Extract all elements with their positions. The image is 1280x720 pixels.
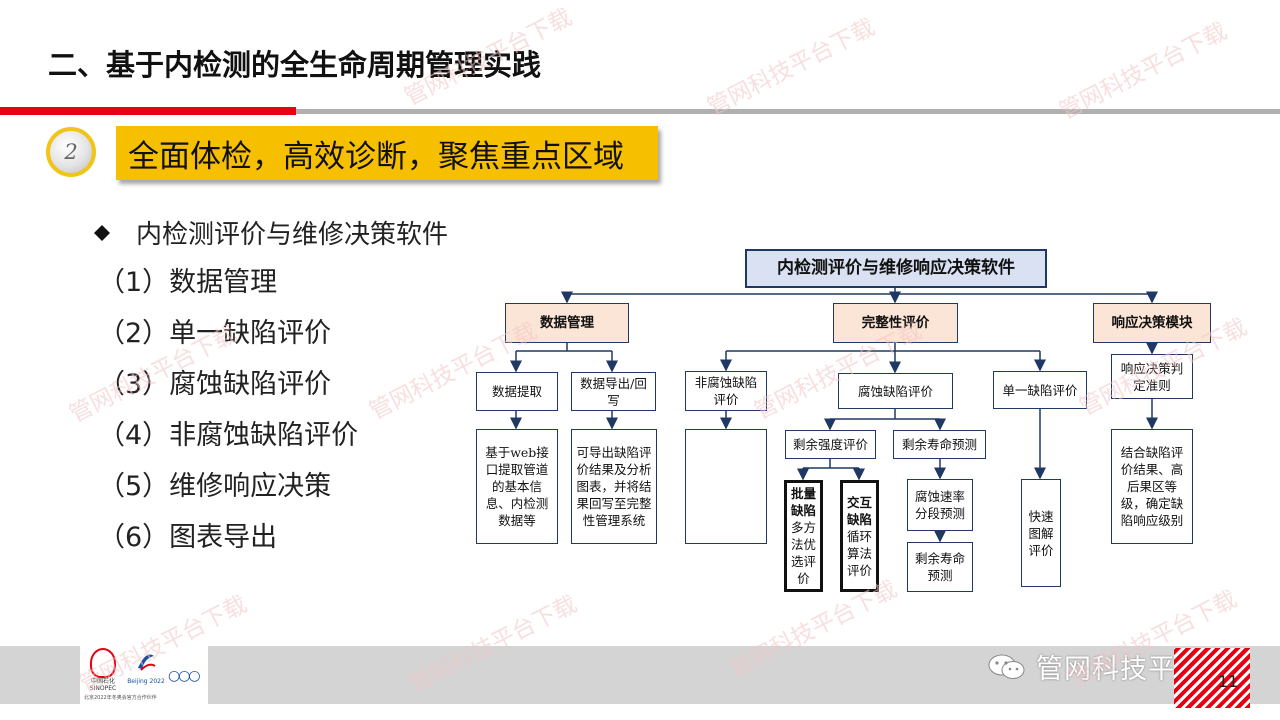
node-extract-desc: 基于web接口提取管道的基本信息、内检测数据等 [476,429,558,544]
node-fast-eval: 快速图解评价 [1021,479,1061,587]
section-banner: 全面体检，高效诊断，聚焦重点区域 [116,126,658,180]
node-corrosion-rate: 腐蚀速率分段预测 [907,479,973,531]
sinopec-logo-text: 中国石化 SINOPEC [89,678,117,692]
node-response-rule: 响应决策判定准则 [1111,354,1193,399]
node-integrity: 完整性评价 [833,303,958,343]
olympic-rings-icon: ○○○ [168,668,201,684]
list-item: （4）非腐蚀缺陷评价 [98,420,359,451]
batch-defect-title: 批量缺陷 [790,486,816,518]
node-single-defect: 单一缺陷评价 [993,371,1087,409]
diamond-icon [92,220,114,250]
interact-defect-title: 交互缺陷 [846,494,872,527]
node-data-extract: 数据提取 [476,372,558,411]
node-response: 响应决策模块 [1093,303,1211,343]
list-item: （1）数据管理 [98,267,278,298]
feature-list: （1）数据管理 （2）单一缺陷评价 （3）腐蚀缺陷评价 （4）非腐蚀缺陷评价 （… [98,262,358,568]
wechat-icon [988,654,1025,679]
node-data-export: 数据导出/回写 [571,372,656,411]
beijing-2022-logo: Beijing 2022 [126,648,166,685]
node-data-mgmt: 数据管理 [505,303,629,343]
node-export-desc: 可导出缺陷评价结果及分析图表，并将结果回写至完整性管理系统 [571,429,657,544]
interact-defect-desc: 循环算法评价 [846,528,872,578]
footer-bar [0,646,1280,704]
header-gray-bar [296,109,1280,114]
beijing-logo-text: Beijing 2022 [127,678,165,685]
node-residual-life: 剩余寿命预测 [893,430,986,459]
section-number-badge: 2 [46,127,96,177]
slide-title: 二、基于内检测的全生命周期管理实践 [48,48,542,82]
node-batch-defect: 批量缺陷 多方法优选评价 [784,480,823,592]
batch-defect-desc: 多方法优选评价 [790,520,816,586]
header-red-bar [0,107,296,115]
bullet-heading: 内检测评价与维修决策软件 [92,214,448,251]
list-item: （3）腐蚀缺陷评价 [98,369,332,400]
node-residual-strength: 剩余强度评价 [785,430,876,459]
sinopec-logo: 中国石化 SINOPEC [84,648,122,692]
diagram-root: 内检测评价与维修响应决策软件 [745,249,1047,288]
sponsor-note: 北京2022年冬奥会官方合作伙伴 [84,695,157,701]
node-life-prediction: 剩余寿命预测 [907,542,973,592]
list-item: （5）维修响应决策 [98,471,332,502]
bullet-heading-text: 内检测评价与维修决策软件 [136,220,449,250]
list-item: （2）单一缺陷评价 [98,318,332,349]
node-response-desc: 结合缺陷评价结果、高后果区等级，确定缺陷响应级别 [1111,429,1193,544]
page-number: 11 [1218,672,1239,691]
node-non-corrosion: 非腐蚀缺陷评价 [685,371,767,411]
list-item: （6）图表导出 [98,522,278,553]
node-interact-defect: 交互缺陷 循环算法评价 [840,480,879,592]
node-non-corrosion-desc [685,429,767,544]
node-corrosion: 腐蚀缺陷评价 [838,373,953,409]
footer-stripes [1174,648,1250,708]
